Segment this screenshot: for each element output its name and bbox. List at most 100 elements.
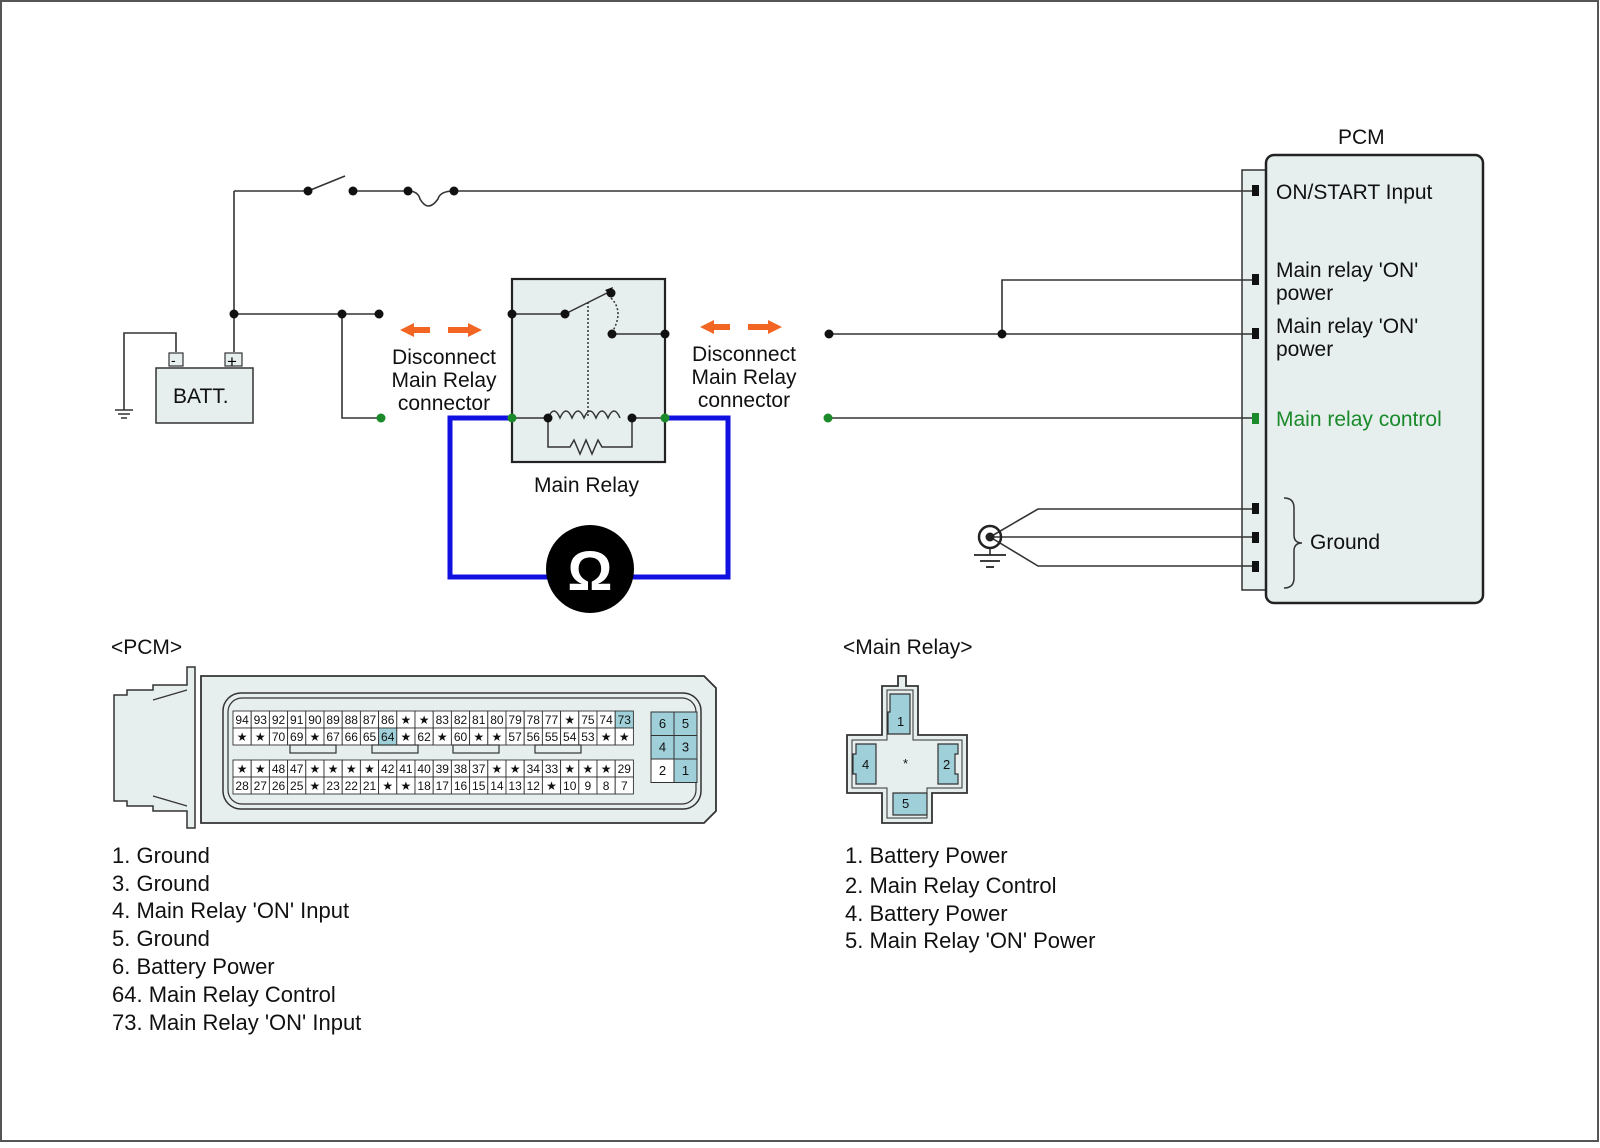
pcm-pin-label: 93 [254, 713, 268, 727]
pcm-power-pin-label: 1 [682, 763, 689, 778]
pin-ground-1 [1252, 503, 1259, 514]
pcm-pin-label: ★ [364, 762, 375, 776]
pcm-pin-label: 55 [545, 730, 559, 744]
pcm-pin-label: ★ [310, 779, 321, 793]
pcm-pin-label: 94 [235, 713, 249, 727]
pcm-pin-label: 29 [618, 762, 632, 776]
relay-pin-4: 4 [862, 757, 869, 772]
pcm-box [1264, 153, 1485, 605]
pcm-power-pin-cell [673, 758, 698, 783]
pcm-pin-label: ★ [564, 713, 575, 727]
ohmmeter: Ω [546, 525, 634, 613]
pcm-pin-label: 14 [490, 779, 504, 793]
pcm-relay-on-label-2b: power [1276, 338, 1333, 361]
pcm-pin-label: ★ [237, 730, 248, 744]
main-relay: Main Relay [507, 277, 670, 497]
pcm-pin-label: 66 [345, 730, 359, 744]
pcm-title: PCM [1338, 126, 1385, 149]
pcm-pin-label: 75 [581, 713, 595, 727]
control-dots [376, 413, 833, 423]
pcm-relay-on-label-1a: Main relay 'ON' [1276, 259, 1418, 282]
pcm-pin-label: 57 [508, 730, 522, 744]
pcm-pin-label: ★ [583, 762, 594, 776]
pcm-pin-label: 9 [585, 779, 592, 793]
pcm-module: PCM ON/START Input Main relay 'ON' power… [1241, 126, 1485, 605]
pcm-pin-label: 77 [545, 713, 559, 727]
pcm-pin-label: 54 [563, 730, 577, 744]
pcm-pin-label: 7 [621, 779, 628, 793]
relay-connector: 1 4 2 5 * [846, 675, 968, 824]
pcm-pin-desc: 6. Battery Power [112, 954, 275, 979]
pcm-pin-label: 15 [472, 779, 486, 793]
pcm-pin-label: 38 [454, 762, 468, 776]
pcm-pin-label: 65 [363, 730, 377, 744]
pcm-pin-desc: 4. Main Relay 'ON' Input [112, 898, 349, 923]
pcm-pin-label: 21 [363, 779, 377, 793]
pcm-pin-label: ★ [510, 762, 521, 776]
pcm-pin-label: 26 [272, 779, 286, 793]
pcm-pin-label: 37 [472, 762, 486, 776]
pcm-ground-label: Ground [1310, 531, 1380, 554]
pcm-pin-desc: 5. Ground [112, 926, 210, 951]
pcm-pin-label: 69 [290, 730, 304, 744]
pcm-pin-label: 60 [454, 730, 468, 744]
pcm-relay-on-label-1b: power [1276, 282, 1333, 305]
pcm-power-pin-label: 4 [659, 740, 666, 755]
pcm-pin-desc: 1. Ground [112, 843, 210, 868]
pcm-pin-label: ★ [346, 762, 357, 776]
pcm-pin-label: 23 [326, 779, 340, 793]
pcm-pin-label: 62 [417, 730, 431, 744]
pcm-pin-label: 70 [272, 730, 286, 744]
pcm-pin-label: 12 [527, 779, 541, 793]
battery-neg-label: - [171, 352, 176, 368]
relay-pin-desc: 5. Main Relay 'ON' Power [845, 928, 1096, 953]
pcm-pin-label: 64 [381, 730, 395, 744]
pcm-pin-label: ★ [401, 779, 412, 793]
pcm-pin-label: ★ [437, 730, 448, 744]
pcm-pin-label: 28 [235, 779, 249, 793]
pcm-pin-label: 80 [490, 713, 504, 727]
pcm-pin-label: 41 [399, 762, 413, 776]
pin-ground-2 [1252, 532, 1259, 543]
disconnect-left-line1: Disconnect [392, 346, 496, 369]
ohmmeter-leads [447, 415, 731, 580]
pcm-relay-control-label: Main relay control [1276, 408, 1442, 431]
battery: - + BATT. [155, 352, 254, 424]
relay-pin-list: 1. Battery Power 2. Main Relay Control 4… [845, 843, 1096, 953]
pcm-pin-label: 56 [527, 730, 541, 744]
chassis-ground-icon [974, 524, 1006, 568]
pcm-pin-label: ★ [492, 730, 503, 744]
pcm-pin-label: 47 [290, 762, 304, 776]
relay-pin-desc: 4. Battery Power [845, 901, 1008, 926]
pcm-pin-label: 16 [454, 779, 468, 793]
pcm-pin-label: 17 [436, 779, 450, 793]
relay-connector-title: <Main Relay> [843, 636, 973, 659]
main-relay-label: Main Relay [534, 474, 640, 497]
pcm-pin-label: ★ [382, 779, 393, 793]
pcm-pin-label: ★ [546, 779, 557, 793]
pcm-pin-label: ★ [310, 762, 321, 776]
pcm-pin-desc: 73. Main Relay 'ON' Input [112, 1010, 361, 1035]
pcm-pin-label: 78 [527, 713, 541, 727]
pcm-pin-label: 79 [508, 713, 522, 727]
pcm-pin-label: 34 [527, 762, 541, 776]
wires [123, 175, 1252, 567]
relay-pin-desc: 1. Battery Power [845, 843, 1008, 868]
pin-on-start [1252, 185, 1259, 196]
pcm-pin-cell [614, 727, 634, 746]
relay-pin-5: 5 [902, 796, 909, 811]
disconnect-arrows-left [400, 323, 482, 337]
disconnect-arrows-right [700, 320, 782, 334]
disconnect-right-line2: Main Relay [691, 366, 797, 389]
pcm-pin-label: 48 [272, 762, 286, 776]
pcm-pin-label: ★ [328, 762, 339, 776]
pcm-pin-label: 18 [417, 779, 431, 793]
pcm-pin-label: ★ [310, 730, 321, 744]
ohm-icon: Ω [568, 539, 613, 602]
pcm-pin-label: ★ [601, 730, 612, 744]
pcm-pin-label: 90 [308, 713, 322, 727]
